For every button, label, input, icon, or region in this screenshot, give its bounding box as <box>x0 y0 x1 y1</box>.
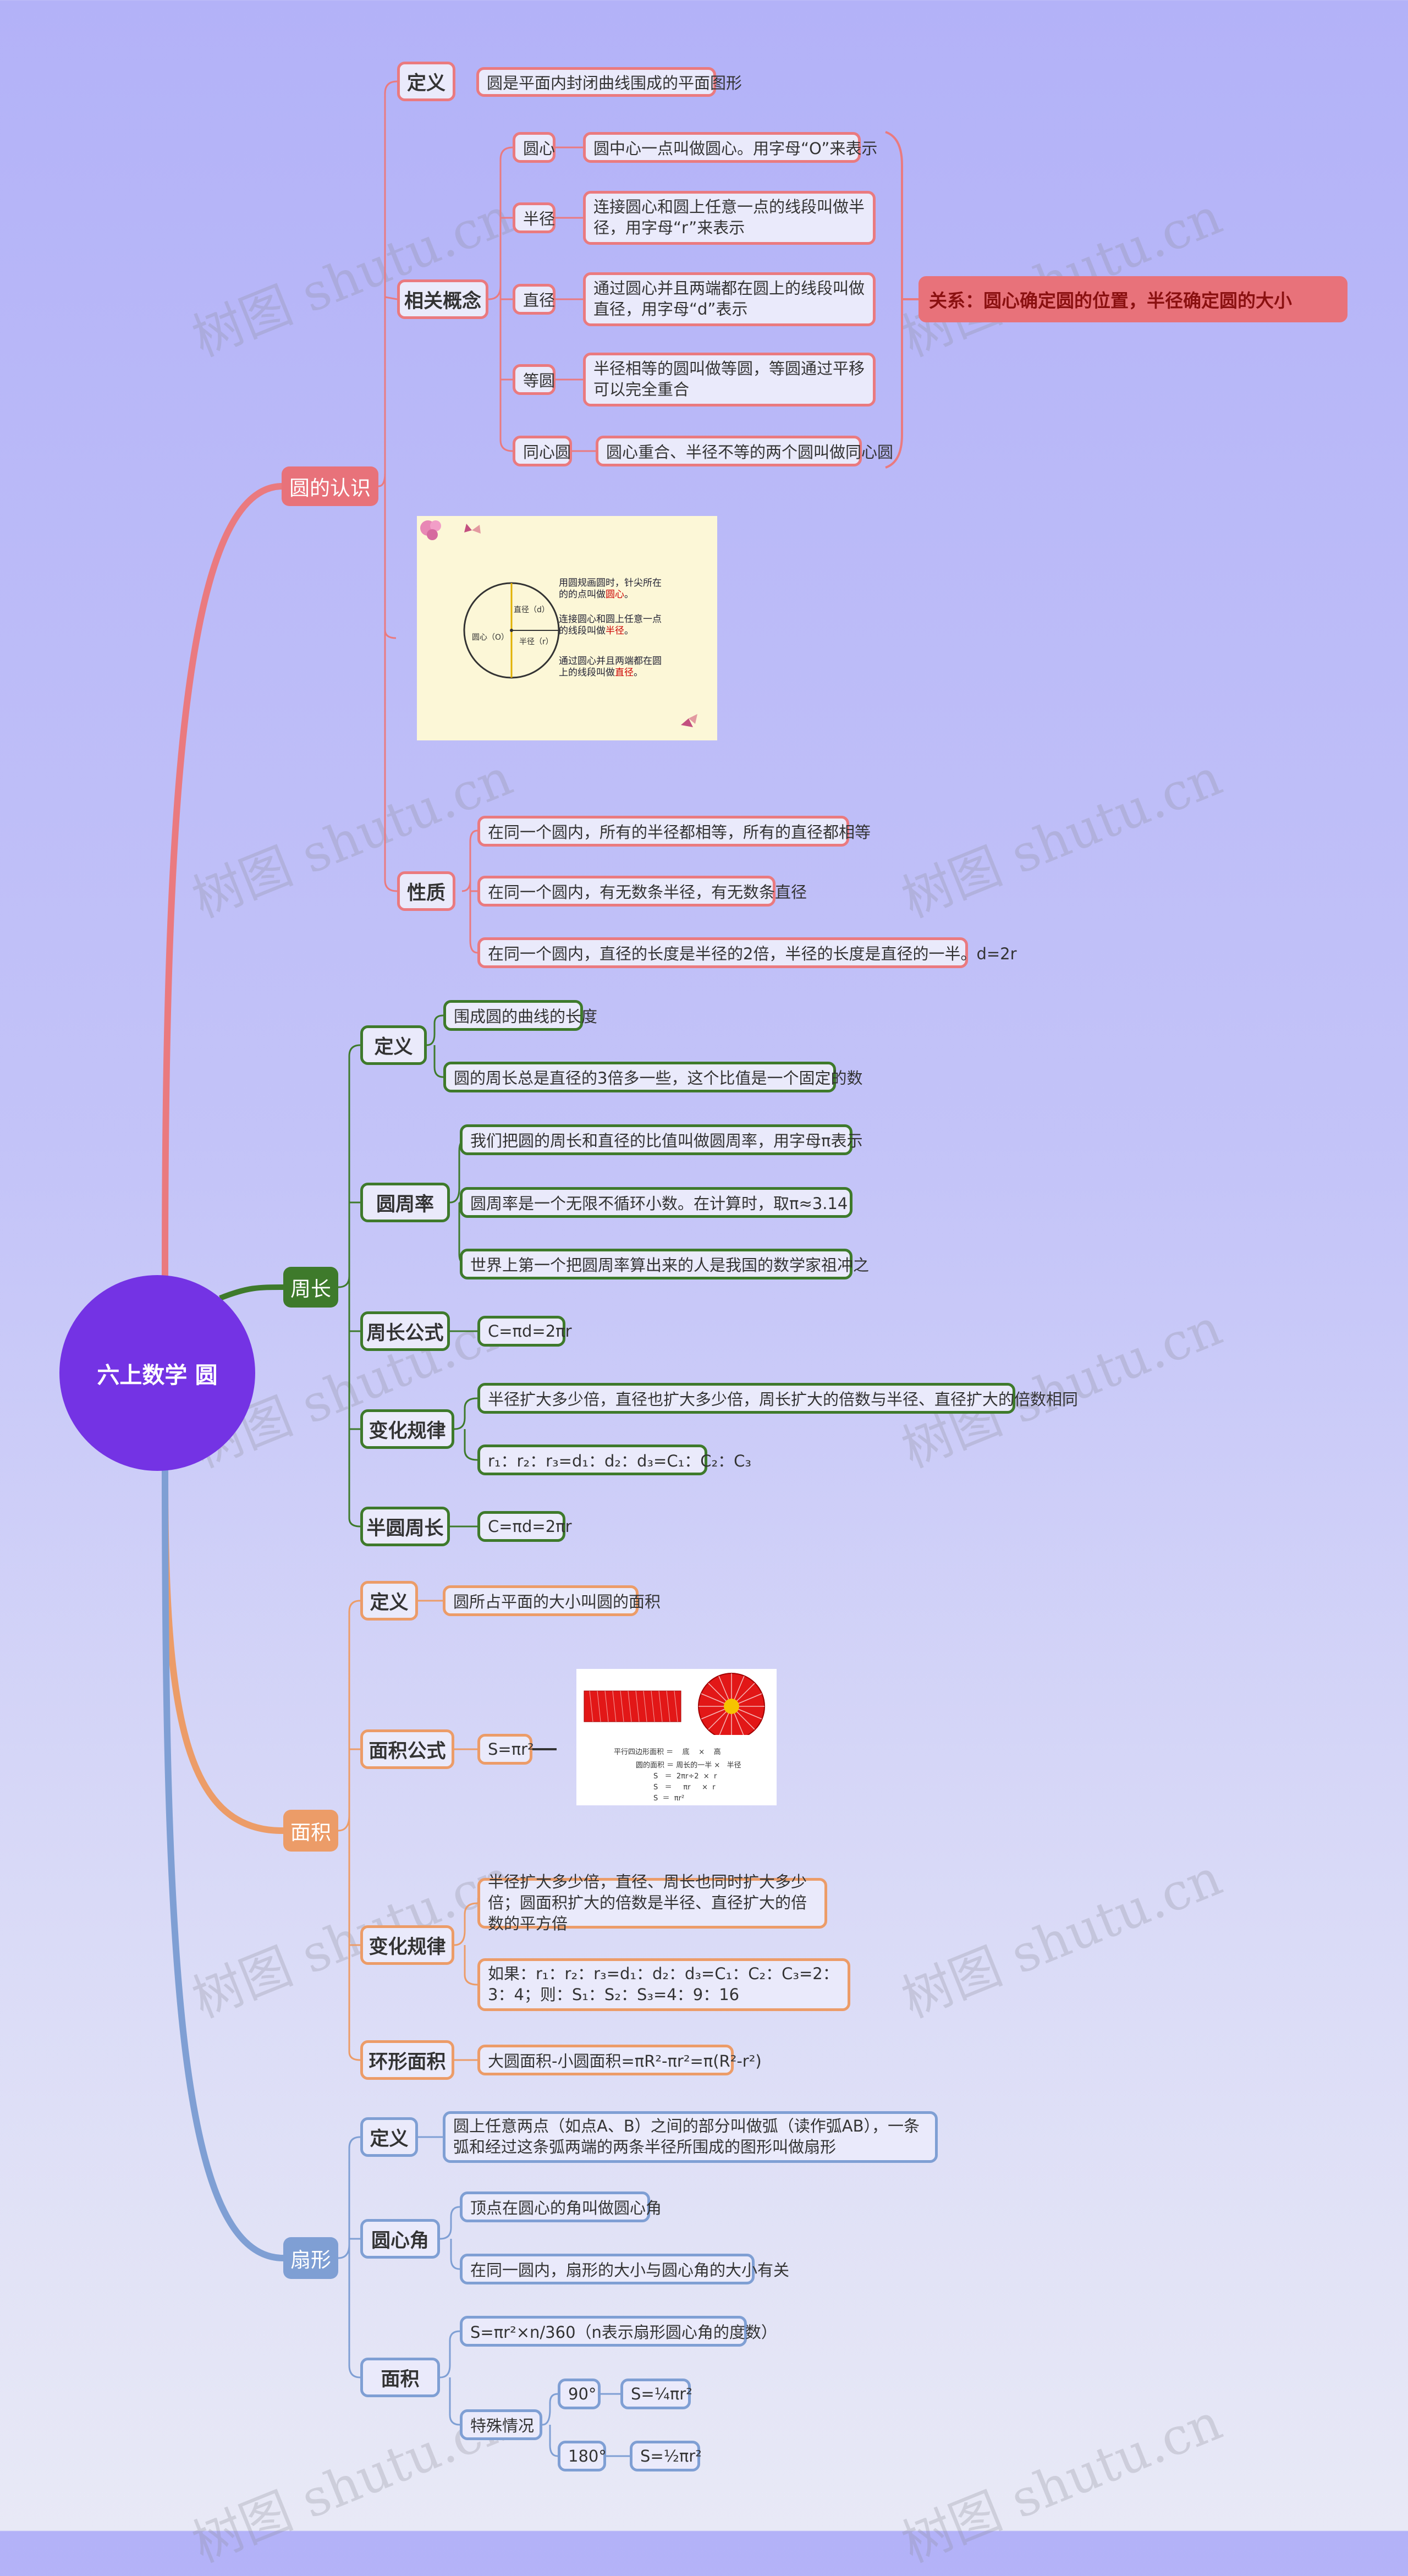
derivation-line-2: 圆的面积 ＝ 周长的一半 × 半径 <box>636 1761 741 1770</box>
area-definition-text[interactable]: 圆所占平面的大小叫圆的面积 <box>443 1585 661 1616</box>
circle-illustration: 直径（d） 圆心（O） 半径（r） 用圆规画圆时，针尖所在的的点叫做圆心。 连接… <box>417 516 717 740</box>
case-180-area[interactable]: S=½πr² <box>630 2441 702 2471</box>
circumference-change-1[interactable]: 半径扩大多少倍，直径也扩大多少倍，周长扩大的倍数与半径、直径扩大的倍数相同 <box>477 1383 1078 1414</box>
concept-radius[interactable]: 半径 <box>513 202 556 233</box>
concept-diameter[interactable]: 直径 <box>513 284 556 315</box>
concept-concentric[interactable]: 同心圆 <box>513 436 572 466</box>
concept-equal-circles-text[interactable]: 半径相等的圆叫做等圆，等圆通过平移可以完全重合 <box>583 353 876 407</box>
topic-area-change[interactable]: 变化规律 <box>360 1925 454 1965</box>
case-180-degree[interactable]: 180° <box>558 2441 607 2471</box>
pi-fact-1[interactable]: 我们把圆的周长和直径的比值叫做圆周率，用字母π表示 <box>460 1124 862 1155</box>
topic-circumference-definition[interactable]: 定义 <box>360 1025 427 1065</box>
topic-area-formula[interactable]: 面积公式 <box>360 1729 454 1769</box>
relation-note[interactable]: 关系：圆心确定圆的位置，半径确定圆的大小 <box>919 276 1348 322</box>
derivation-line-4: S ＝ πr × r <box>653 1783 716 1792</box>
central-angle-1[interactable]: 顶点在圆心的角叫做圆心角 <box>460 2191 662 2222</box>
topic-sector-definition[interactable]: 定义 <box>360 2117 418 2157</box>
property-1[interactable]: 在同一个圆内，所有的半径都相等，所有的直径都相等 <box>477 816 871 847</box>
area-formula[interactable]: S=πr² <box>477 1734 534 1765</box>
property-2[interactable]: 在同一个圆内，有无数条半径，有无数条直径 <box>477 876 807 907</box>
topic-circumference-change[interactable]: 变化规律 <box>360 1409 454 1449</box>
topic-central-angle[interactable]: 圆心角 <box>360 2219 440 2259</box>
circumference-formula[interactable]: C=πd=2πr <box>477 1316 572 1347</box>
caption-diameter: 通过圆心并且两端都在圆上的线段叫做直径。 <box>559 656 662 679</box>
property-3[interactable]: 在同一个圆内，直径的长度是半径的2倍，半径的长度是直径的一半。d=2r <box>477 937 1017 968</box>
concept-center-text[interactable]: 圆中心一点叫做圆心。用字母“O”来表示 <box>583 132 877 163</box>
semicircle-formula[interactable]: C=πd=2πr <box>477 1511 572 1542</box>
caption-radius: 连接圆心和圆上任意一点的线段叫做半径。 <box>559 614 662 637</box>
derivation-line-3: S ＝ 2πr÷2 × r <box>653 1772 717 1781</box>
derivation-line-1: 平行四边形面积 ＝ 底 × 高 <box>614 1748 721 1756</box>
central-angle-2[interactable]: 在同一圆内，扇形的大小与圆心角的大小有关 <box>460 2254 789 2284</box>
definition-text[interactable]: 圆是平面内封闭曲线围成的平面图形 <box>476 67 742 97</box>
circle-diagram <box>420 520 697 727</box>
label-radius: 半径（r） <box>519 638 553 646</box>
concept-diameter-text[interactable]: 通过圆心并且两端都在圆上的线段叫做直径，用字母“d”表示 <box>583 272 876 326</box>
root-node[interactable]: 六上数学 圆 <box>59 1275 255 1471</box>
sector-definition-text[interactable]: 圆上任意两点（如点A、B）之间的部分叫做弧（读作弧AB），一条弧和经过这条弧两端… <box>443 2111 938 2163</box>
label-center: 圆心（O） <box>472 633 509 642</box>
topic-semicircle-perimeter[interactable]: 半圆周长 <box>360 1507 450 1546</box>
area-derivation-figure <box>584 1673 765 1735</box>
topic-related-concepts[interactable]: 相关概念 <box>397 279 488 319</box>
concept-radius-text[interactable]: 连接圆心和圆上任意一点的线段叫做半径，用字母“r”来表示 <box>583 191 876 245</box>
sector-area-formula[interactable]: S=πr²×n/360（n表示扇形圆心角的度数） <box>460 2316 777 2347</box>
caption-center: 用圆规画圆时，针尖所在的的点叫做圆心。 <box>559 578 662 601</box>
topic-definition[interactable]: 定义 <box>397 62 455 101</box>
pi-fact-3[interactable]: 世界上第一个把圆周率算出来的人是我国的数学家祖冲之 <box>460 1249 869 1279</box>
circumference-change-2[interactable]: r₁：r₂：r₃=d₁：d₂：d₃=C₁：C₂：C₃ <box>477 1444 751 1475</box>
topic-ring-area[interactable]: 环形面积 <box>360 2040 454 2080</box>
concept-concentric-text[interactable]: 圆心重合、半径不等的两个圆叫做同心圆 <box>596 436 893 466</box>
circumference-def-2[interactable]: 圆的周长总是直径的3倍多一些，这个比值是一个固定的数 <box>443 1062 862 1092</box>
branch-circumference[interactable]: 周长 <box>283 1267 338 1308</box>
branch-sector[interactable]: 扇形 <box>283 2237 338 2279</box>
area-derivation-image: 平行四边形面积 ＝ 底 × 高 圆的面积 ＝ 周长的一半 × 半径 S ＝ 2π… <box>576 1669 777 1805</box>
concept-equal-circles[interactable]: 等圆 <box>513 364 556 395</box>
topic-pi[interactable]: 圆周率 <box>360 1183 450 1222</box>
topic-properties[interactable]: 性质 <box>397 871 455 911</box>
topic-sector-area[interactable]: 面积 <box>360 2358 440 2397</box>
ring-area-formula[interactable]: 大圆面积-小圆面积=πR²-πr²=π(R²-r²) <box>477 2045 762 2075</box>
branch-circle-knowledge[interactable]: 圆的认识 <box>282 466 378 506</box>
area-change-2[interactable]: 如果：r₁：r₂：r₃=d₁：d₂：d₃=C₁：C₂：C₃=2：3：4；则：S₁… <box>477 1958 850 2011</box>
case-90-degree[interactable]: 90° <box>558 2379 601 2409</box>
concept-center[interactable]: 圆心 <box>513 132 556 163</box>
pi-fact-2[interactable]: 圆周率是一个无限不循环小数。在计算时，取π≈3.14 <box>460 1187 853 1218</box>
topic-circumference-formula[interactable]: 周长公式 <box>360 1311 450 1351</box>
label-diameter: 直径（d） <box>514 606 549 614</box>
derivation-line-5: S ＝ πr² <box>653 1794 685 1803</box>
circumference-def-1[interactable]: 围成圆的曲线的长度 <box>443 1000 597 1031</box>
branch-area[interactable]: 面积 <box>283 1810 338 1852</box>
topic-area-definition[interactable]: 定义 <box>360 1581 418 1621</box>
area-change-1[interactable]: 半径扩大多少倍，直径、周长也同时扩大多少倍；圆面积扩大的倍数是半径、直径扩大的倍… <box>477 1872 827 1933</box>
special-cases[interactable]: 特殊情况 <box>460 2409 542 2440</box>
case-90-area[interactable]: S=¼πr² <box>620 2379 692 2409</box>
